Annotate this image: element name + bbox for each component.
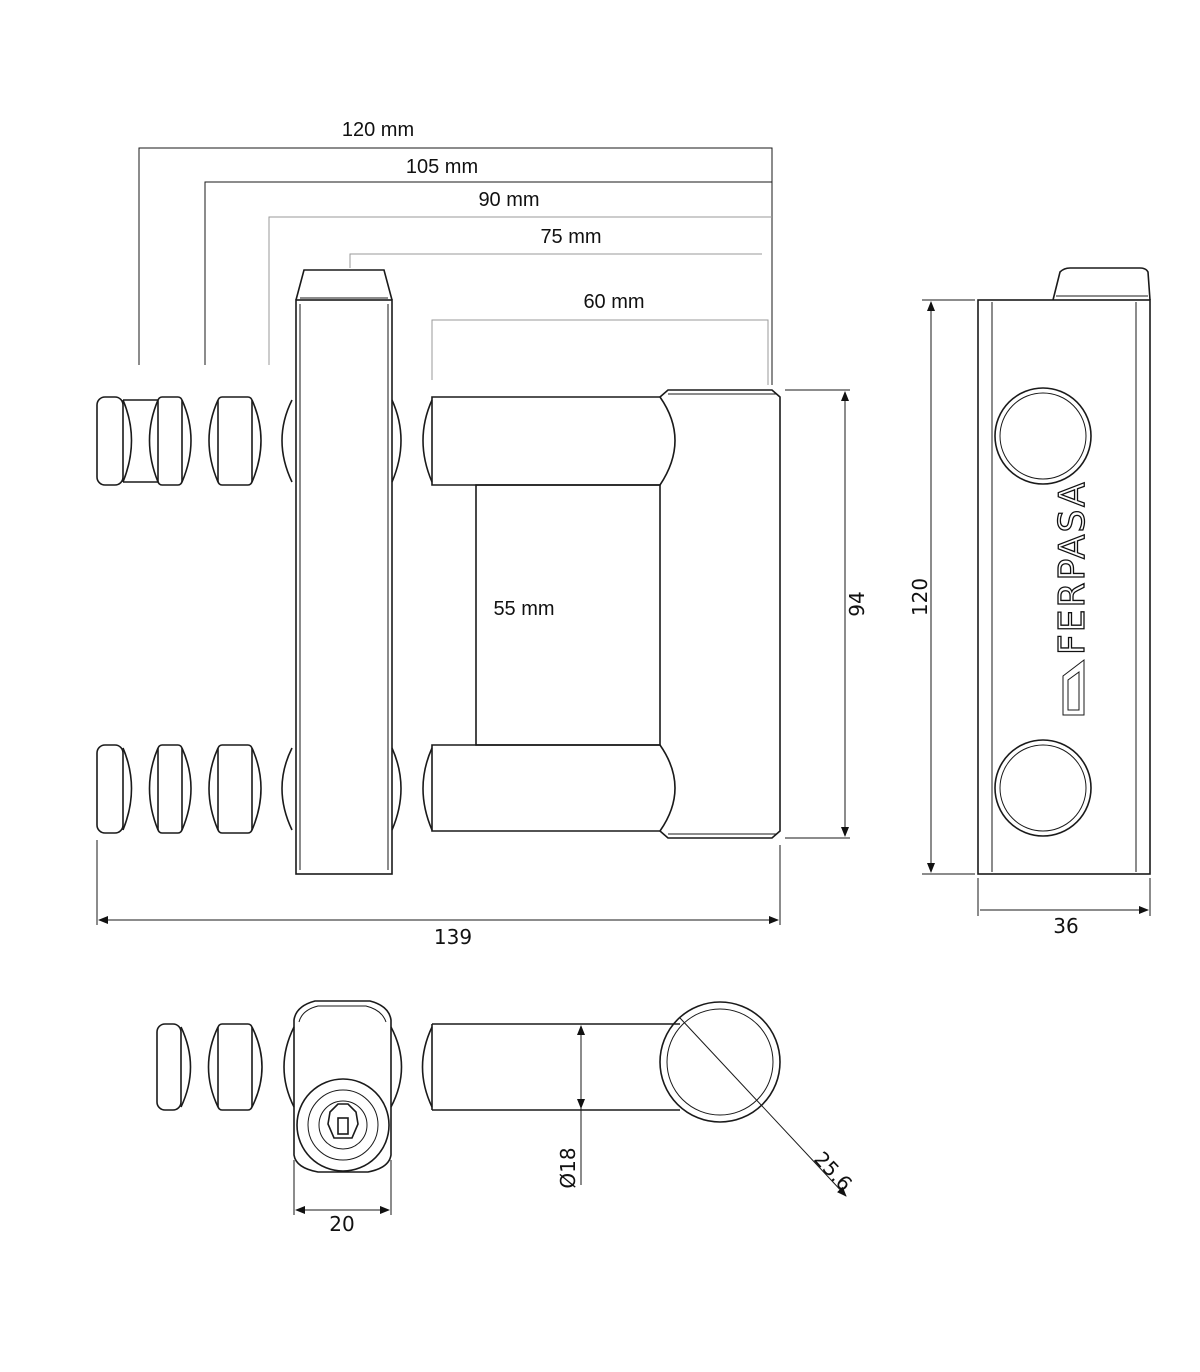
right-knuckle bbox=[659, 389, 781, 839]
brand-text: FERPASA bbox=[1052, 480, 1093, 655]
front-view: 120 mm 105 mm 90 mm 75 mm 60 mm 55 mm 94… bbox=[96, 119, 869, 949]
upper-pin-hole bbox=[994, 387, 1092, 485]
dim-120mm: 120 mm bbox=[342, 119, 414, 141]
dim-120: 120 bbox=[908, 578, 932, 616]
dim-diam18: Ø18 bbox=[556, 1147, 580, 1188]
diameter-dimension-18: Ø18 bbox=[556, 1025, 585, 1189]
arm-grooves bbox=[391, 399, 433, 831]
height-dimension-120: 120 bbox=[908, 299, 975, 875]
dim-diam25-6: 25.6 bbox=[809, 1147, 857, 1196]
dim-139: 139 bbox=[434, 925, 472, 949]
upper-arm bbox=[431, 396, 676, 486]
vertical-post bbox=[295, 269, 393, 875]
dim-105mm: 105 mm bbox=[406, 156, 478, 178]
lock-cylinder bbox=[296, 1078, 390, 1172]
width-dimension-20: 20 bbox=[293, 1160, 392, 1236]
top-post-body bbox=[293, 1000, 392, 1173]
upper-grooved-pin bbox=[96, 396, 293, 486]
dim-94: 94 bbox=[845, 591, 869, 616]
top-knuckle bbox=[659, 1001, 781, 1123]
dim-60mm: 60 mm bbox=[583, 291, 644, 313]
dim-55mm: 55 mm bbox=[493, 598, 554, 620]
length-dimension-lines bbox=[138, 147, 773, 385]
width-dimension-36: 36 bbox=[977, 878, 1151, 938]
top-arm bbox=[431, 1023, 680, 1111]
dim-20: 20 bbox=[329, 1212, 354, 1236]
dim-75mm: 75 mm bbox=[540, 226, 601, 248]
top-grooved-pin bbox=[156, 1023, 295, 1111]
dim-36: 36 bbox=[1053, 914, 1078, 938]
top-view: Ø18 25.6 20 bbox=[156, 1000, 857, 1236]
lower-pin-hole bbox=[994, 739, 1092, 837]
height-dimension-94 bbox=[785, 389, 850, 839]
width-dimension-139 bbox=[96, 840, 781, 925]
ferpasa-logo: FERPASA bbox=[1051, 480, 1094, 716]
side-view: FERPASA 120 36 bbox=[908, 267, 1151, 938]
inner-frame bbox=[475, 484, 661, 746]
lower-arm bbox=[431, 744, 676, 832]
diameter-dimension-25-6: 25.6 bbox=[679, 1017, 857, 1197]
lower-grooved-pin bbox=[96, 744, 293, 834]
dim-90mm: 90 mm bbox=[478, 189, 539, 211]
